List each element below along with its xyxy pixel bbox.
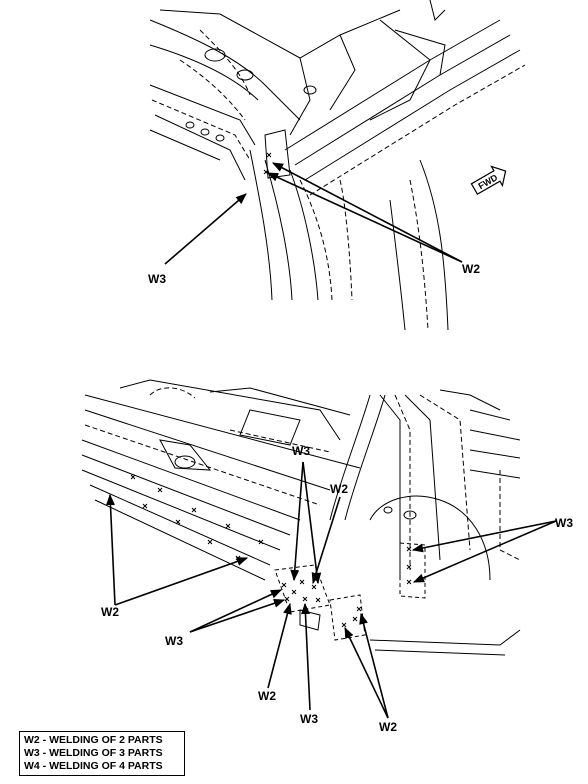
callout-w2-bottom-upper: W2 <box>330 482 348 496</box>
top-view-drawing <box>149 0 526 331</box>
callout-w3-bottom-left: W3 <box>165 634 183 648</box>
callout-w2-bottom-left: W2 <box>101 605 119 619</box>
callout-w3-bottom-right: W3 <box>555 516 573 530</box>
legend-item-w2: W2 - WELDING OF 2 PARTS <box>24 734 163 746</box>
callout-w3-top-view: W3 <box>148 272 166 286</box>
bottom-weld-marks <box>130 474 412 628</box>
top-leader-lines <box>164 162 463 265</box>
legend-item-w3: W3 - WELDING OF 3 PARTS <box>24 747 163 759</box>
callout-w2-top-view: W2 <box>462 262 480 276</box>
callout-w2-bottom: W2 <box>258 689 276 703</box>
bottom-view-drawing <box>81 379 521 656</box>
fwd-arrow-icon: FWD <box>470 165 507 196</box>
top-weld-marks <box>263 152 272 175</box>
callout-w3-bottom-top: W3 <box>292 444 310 458</box>
bottom-leader-lines <box>105 461 557 719</box>
callout-w2-bottom-right: W2 <box>379 720 397 734</box>
weld-legend: W2 - WELDING OF 2 PARTS W3 - WELDING OF … <box>19 731 185 776</box>
callout-w3-bottom: W3 <box>300 712 318 726</box>
legend-item-w4: W4 - WELDING OF 4 PARTS <box>24 760 163 772</box>
